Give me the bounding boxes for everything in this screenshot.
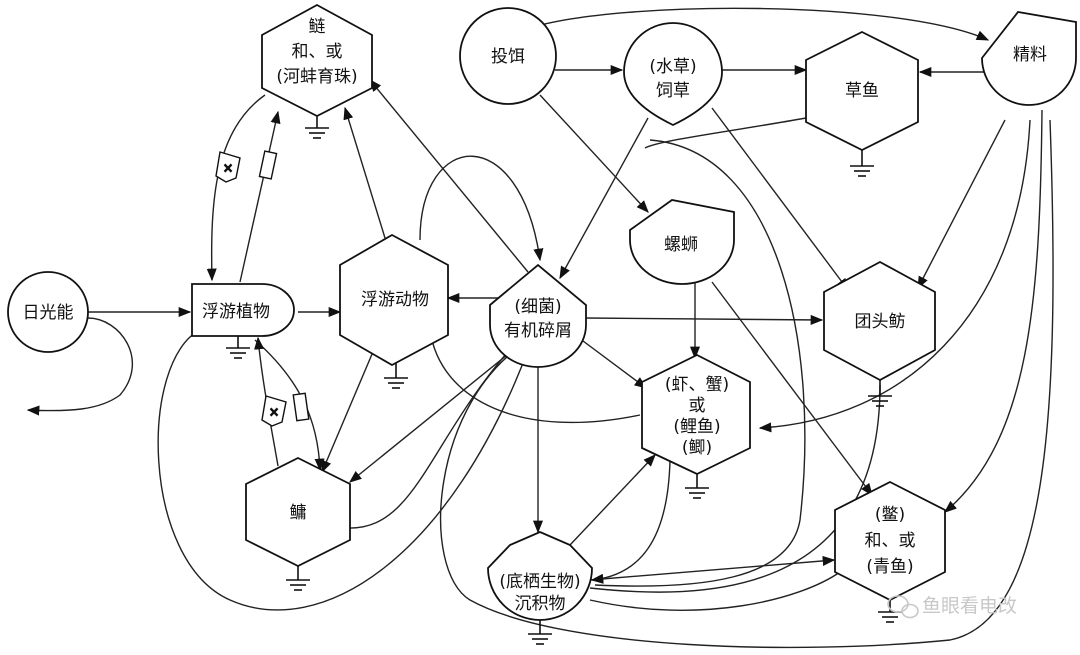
ground-symbols	[226, 112, 902, 645]
node-zoo-label: 浮游动物	[361, 290, 429, 310]
edge-phyto-loop	[157, 329, 531, 611]
svg-text:×: ×	[223, 161, 233, 175]
node-concentrate: 精料	[981, 11, 1077, 106]
node-benthos-line2: 沉积物	[515, 594, 566, 614]
node-silver-carp: 鲢 和、或 (河蚌育珠)	[261, 3, 373, 118]
node-silver-carp-line3: (河蚌育珠)	[276, 67, 357, 87]
node-bighead: 鳙	[245, 456, 351, 568]
node-feed: 投饵	[459, 7, 557, 105]
edge-benthos-shrimp	[569, 454, 656, 546]
edge-grass-bream	[711, 107, 849, 292]
wechat-icon	[887, 595, 919, 619]
node-shrimp-line1: (虾、蟹)	[665, 375, 729, 395]
node-shrimp: (虾、蟹) 或 (鲤鱼) (鲫)	[641, 353, 751, 475]
edge-detritus-silver	[369, 79, 529, 273]
edge-benthos-turtle	[589, 555, 836, 581]
watermark: 鱼眼看电改	[887, 595, 1017, 619]
edge-zoo-detritus-loop	[419, 155, 544, 262]
ground-zoo	[384, 362, 408, 389]
node-turtle-line2: 和、或	[865, 531, 916, 551]
ground-bream	[868, 378, 892, 407]
connections	[26, 7, 1054, 649]
control-symbols: × ×	[215, 150, 310, 427]
node-silver-carp-line2: 和、或	[292, 42, 343, 62]
ground-benthos	[528, 618, 552, 645]
node-grass-carp-label: 草鱼	[845, 81, 879, 101]
node-water-grass: (水草) 饲草	[623, 22, 723, 126]
node-shrimp-line3: (鲤鱼)	[673, 417, 720, 437]
edge-zoo-silver	[343, 106, 386, 239]
ground-grass-carp	[850, 148, 874, 177]
ground-turtle	[878, 598, 902, 623]
edge-feed-concentrate	[529, 7, 990, 41]
edge-zoo-bighead	[321, 339, 379, 474]
node-phyto-label: 浮游植物	[202, 302, 270, 322]
node-feed-label: 投饵	[491, 47, 525, 67]
edge-silver-phyto	[206, 94, 266, 282]
node-snail: 螺蛳	[629, 199, 735, 285]
edge-phyto-silver	[239, 110, 281, 283]
node-shrimp-line2: 或	[689, 396, 706, 416]
edge-detritus-bream	[584, 314, 824, 325]
resistor-icon-lower	[292, 392, 310, 422]
node-detritus-line1: (细菌)	[514, 297, 561, 317]
watermark-text: 鱼眼看电改	[922, 595, 1017, 617]
edge-conc-shrimp	[758, 119, 1031, 433]
ground-phyto	[226, 334, 250, 359]
edge-bream-benthos	[589, 384, 881, 593]
edge-detritus-bighead	[349, 337, 529, 483]
edge-grass-detritus	[559, 117, 649, 280]
node-concentrate-label: 精料	[1013, 45, 1047, 65]
edge-snail-turtle	[711, 281, 873, 497]
edge-feed-snail	[539, 94, 649, 213]
edge-grasscarp-detritus	[644, 117, 807, 149]
edge-zoo-shrimp	[429, 329, 641, 424]
node-turtle: (鳖) 和、或 (青鱼)	[834, 480, 946, 602]
node-turtle-line3: (青鱼)	[866, 557, 913, 577]
edge-conc-bream	[917, 119, 1006, 290]
node-phytoplankton: 浮游植物	[191, 283, 295, 337]
node-silver-carp-line1: 鲢	[309, 17, 326, 37]
switch-icon-upper: ×	[215, 151, 241, 183]
node-snail-label: 螺蛳	[664, 235, 698, 255]
node-sunlight: 日光能	[7, 271, 89, 353]
ground-bighead	[286, 565, 310, 591]
node-bighead-label: 鳙	[290, 503, 307, 523]
node-sunlight-label: 日光能	[23, 303, 74, 323]
node-shrimp-line4: (鲫)	[682, 438, 712, 458]
edge-outer-loop	[439, 119, 1054, 649]
node-turtle-line1: (鳖)	[875, 505, 905, 525]
node-detritus-line2: 有机碎屑	[504, 321, 572, 341]
edge-grasscarp-benthos	[594, 139, 806, 587]
node-detritus: (细菌) 有机碎屑	[489, 263, 587, 368]
node-benthos: (底栖生物) 沉积物	[487, 531, 593, 621]
node-bream: 团头鲂	[823, 260, 936, 382]
node-bream-label: 团头鲂	[855, 312, 906, 332]
edge-benthos-turtle-2	[589, 571, 841, 611]
svg-text:×: ×	[269, 405, 279, 419]
edge-conc-turtle	[944, 109, 1043, 513]
ground-shrimp	[685, 472, 709, 499]
node-water-grass-line1: (水草)	[649, 57, 696, 77]
edge-detritus-shrimp	[574, 334, 648, 389]
resistor-icon-upper	[258, 150, 278, 180]
switch-icon-lower: ×	[261, 395, 287, 427]
node-water-grass-line2: 饲草	[656, 81, 690, 101]
edge-shrimp-benthos	[590, 459, 671, 584]
edge-sun-loss	[26, 317, 133, 416]
edge-bighead-right	[347, 329, 529, 529]
node-grass-carp: 草鱼	[805, 30, 919, 152]
node-zooplankton: 浮游动物	[339, 233, 449, 367]
node-benthos-line1: (底栖生物)	[499, 572, 580, 592]
